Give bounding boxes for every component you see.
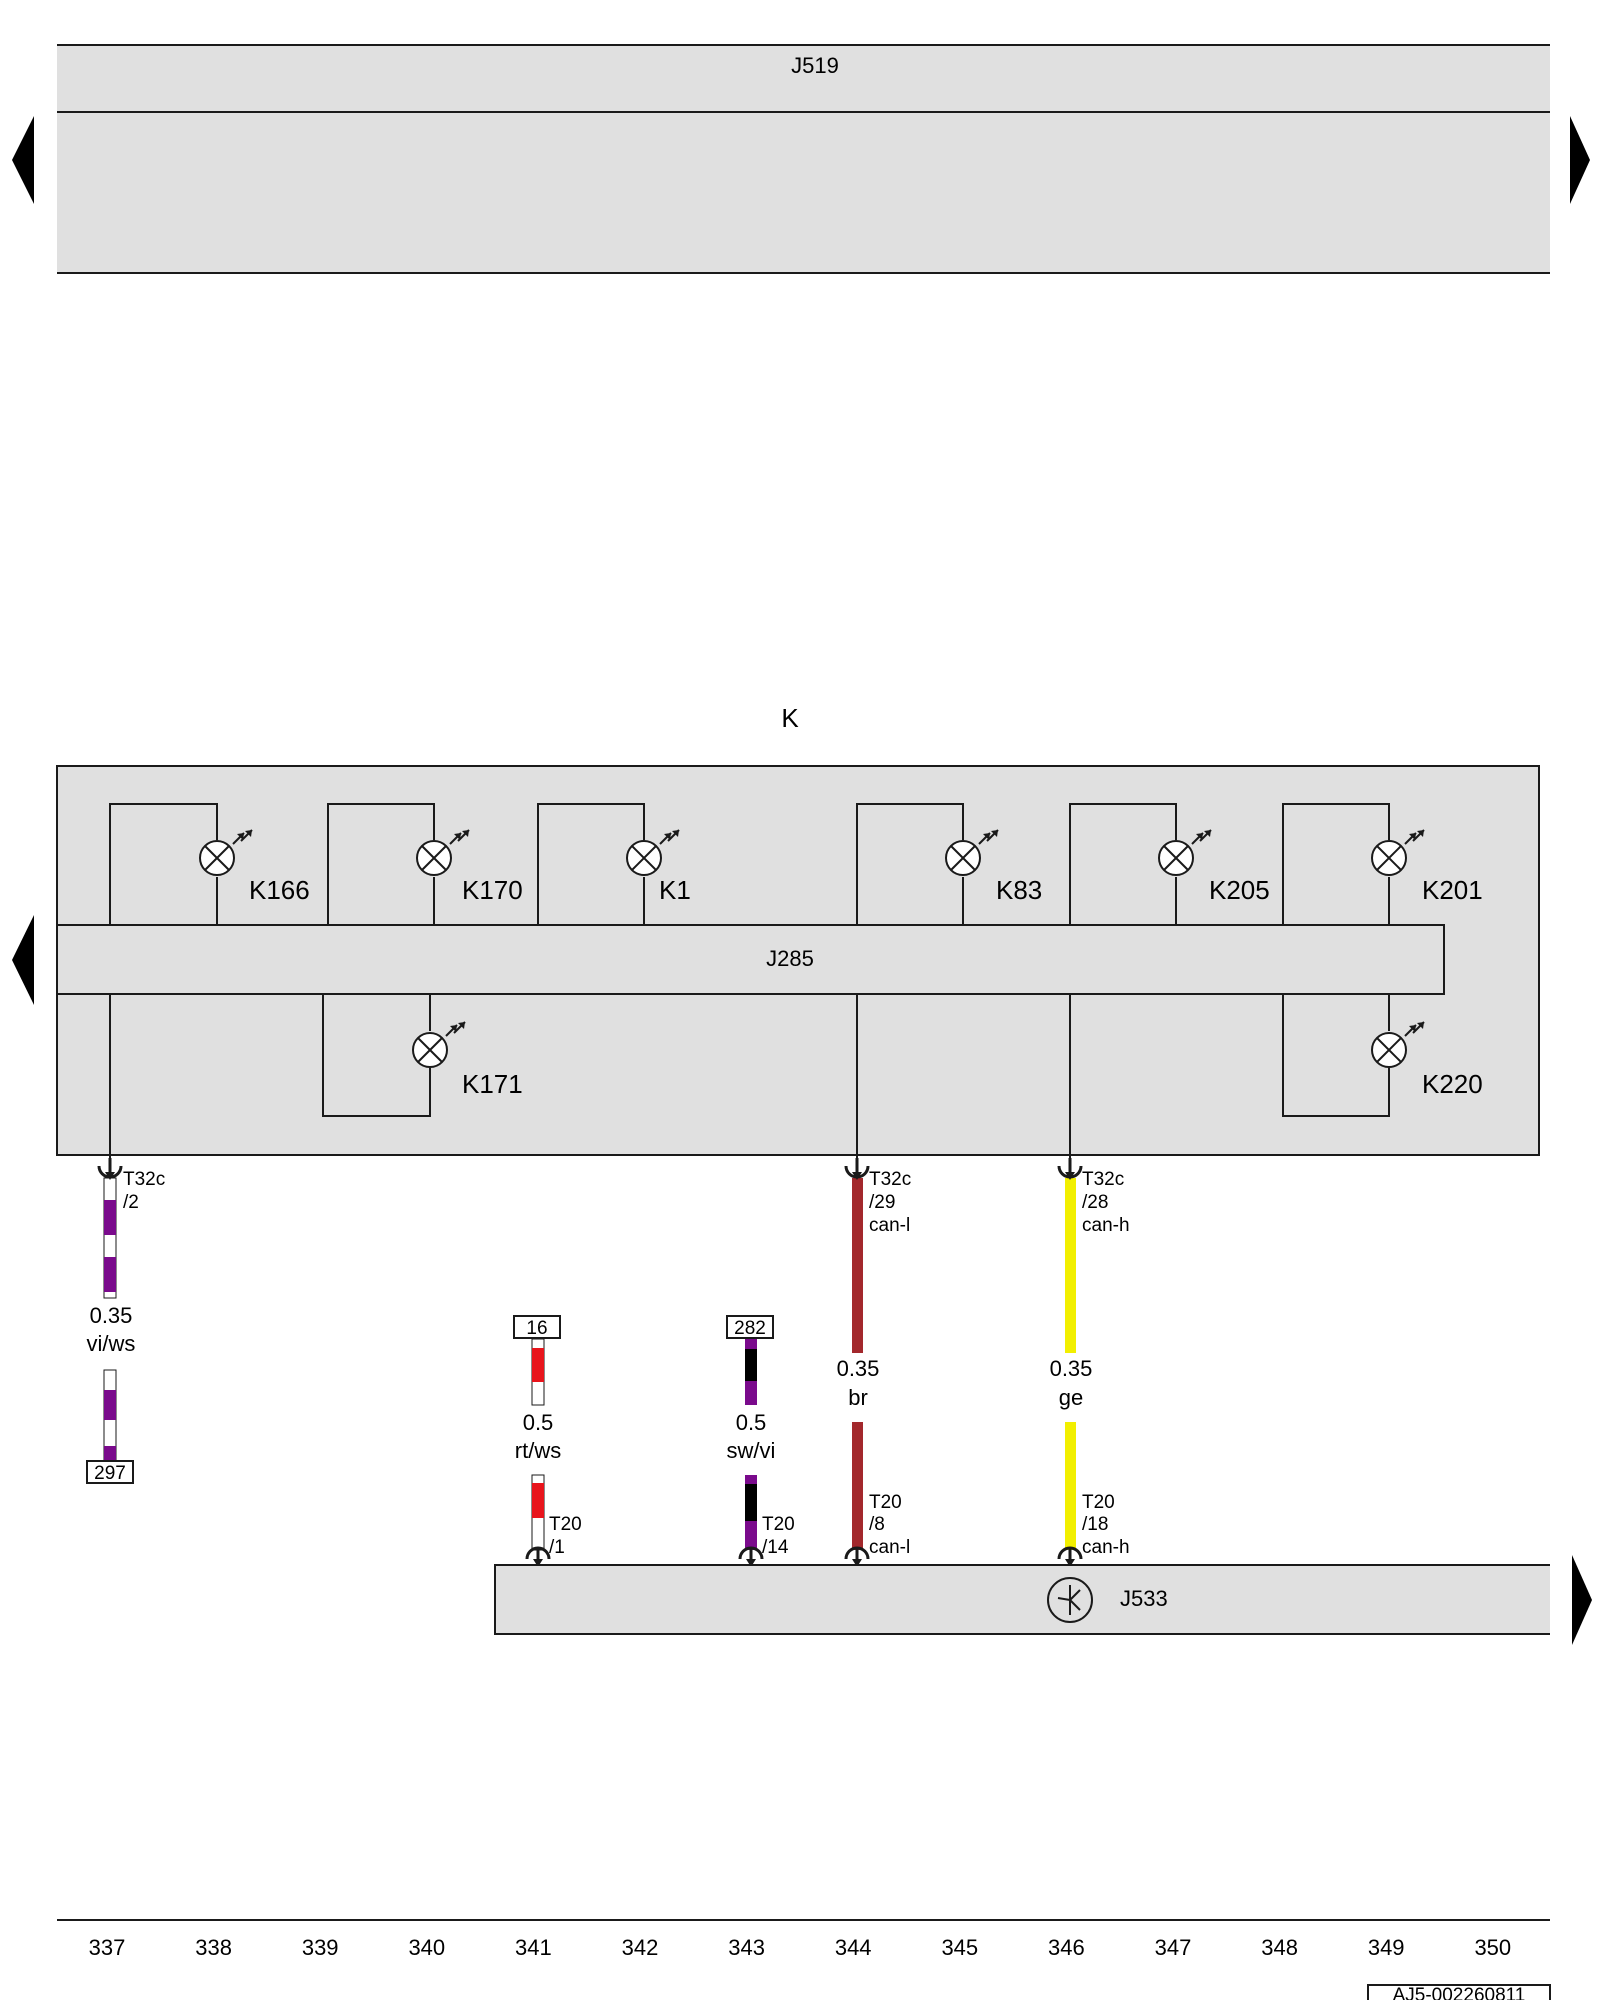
lamp-label-k171: K171 <box>462 1069 523 1099</box>
track-number: 347 <box>1155 1935 1192 1960</box>
ref-box-297[interactable]: 297 <box>86 1460 134 1484</box>
track-number: 338 <box>195 1935 232 1960</box>
nav-left-arrow-icon[interactable] <box>12 116 34 204</box>
track-numbers: 337 338 339 340 341 342 343 344 345 346 347 348 349 3… <box>89 1935 1512 1960</box>
track-number: 343 <box>728 1935 765 1960</box>
wire-344-pin-top: /29 <box>869 1192 895 1213</box>
lamp-k170-icon <box>416 829 470 876</box>
track-number: 346 <box>1048 1935 1085 1960</box>
ref-box-16[interactable]: 16 <box>513 1315 561 1339</box>
track-number: 349 <box>1368 1935 1405 1960</box>
wire-337-size: 0.35 <box>90 1303 133 1328</box>
lamp-circuits-bottom <box>322 994 1390 1117</box>
lamp-k201-icon <box>1371 829 1425 876</box>
wire-344-size: 0.35 <box>837 1356 880 1381</box>
track-number: 350 <box>1474 1935 1511 1960</box>
track-number: 337 <box>89 1935 126 1960</box>
k-label: K <box>781 703 799 733</box>
lamp-label-k205: K205 <box>1209 875 1270 905</box>
wire-346-pin-top: /28 <box>1082 1192 1108 1213</box>
track-number: 341 <box>515 1935 552 1960</box>
wire-341-connector-bottom: T20 <box>549 1514 582 1535</box>
wire-341-rt-ws[interactable] <box>531 1338 545 1551</box>
track-number: 344 <box>835 1935 872 1960</box>
lamp-label-k1: K1 <box>659 875 691 905</box>
lamp-circuits-top <box>109 803 1390 925</box>
lamp-k205-icon <box>1158 829 1212 876</box>
document-id-box: AJ5-002260811 <box>1367 1984 1551 2000</box>
wire-344-connector-top: T32c <box>869 1169 911 1190</box>
connector-pin-icon <box>844 1158 870 1180</box>
ref-282-label: 282 <box>734 1318 766 1339</box>
j285-control-unit <box>56 924 1445 995</box>
wire-344-signal-bottom: can-l <box>869 1537 910 1558</box>
wire-346-ge[interactable] <box>1065 1178 1076 1550</box>
ref-297-label: 297 <box>94 1463 126 1484</box>
lamp-k166-icon <box>199 829 253 876</box>
lamp-k171-icon <box>412 1021 466 1068</box>
j533-label: J533 <box>1120 1586 1168 1611</box>
wire-346-connector-top: T32c <box>1082 1169 1124 1190</box>
lamp-label-k83: K83 <box>996 875 1042 905</box>
wire-346-signal-top: can-h <box>1082 1215 1130 1236</box>
wire-344-pin-bottom: /8 <box>869 1514 885 1535</box>
wire-341-color: rt/ws <box>515 1438 561 1463</box>
track-number: 340 <box>408 1935 445 1960</box>
wire-344-color: br <box>848 1385 868 1410</box>
connector-pin-icon <box>1057 1158 1083 1180</box>
internal-leads <box>109 994 1071 1163</box>
ref-16-label: 16 <box>526 1318 547 1339</box>
track-number: 345 <box>941 1935 978 1960</box>
wire-341-pin-bottom: /1 <box>549 1537 565 1558</box>
document-id: AJ5-002260811 <box>1393 1985 1526 2000</box>
wire-346-size: 0.35 <box>1050 1356 1093 1381</box>
connector-pin-icon <box>1057 1546 1083 1567</box>
wire-337-vi-ws[interactable] <box>103 1177 117 1462</box>
j285-label: J285 <box>766 946 814 971</box>
lamp-k83-icon <box>945 829 999 876</box>
wire-344-connector-bottom: T20 <box>869 1492 902 1513</box>
wire-337-pin: /2 <box>123 1192 139 1213</box>
lamp-label-k220: K220 <box>1422 1069 1483 1099</box>
nav-right-arrow-icon[interactable] <box>1570 116 1590 204</box>
wire-343-color: sw/vi <box>727 1438 776 1463</box>
track-number: 342 <box>622 1935 659 1960</box>
wire-344-br[interactable] <box>852 1178 863 1550</box>
lamp-label-k166: K166 <box>249 875 310 905</box>
wire-346-signal-bottom: can-h <box>1082 1537 1130 1558</box>
gateway-star-icon <box>1047 1577 1093 1623</box>
wire-346-color: ge <box>1059 1385 1083 1410</box>
connector-pin-icon <box>738 1546 764 1567</box>
lamp-label-k170: K170 <box>462 875 523 905</box>
wire-343-size: 0.5 <box>736 1410 767 1435</box>
wire-343-sw-vi[interactable] <box>745 1339 757 1550</box>
nav-right-arrow-icon[interactable] <box>1572 1555 1592 1645</box>
wire-346-connector-bottom: T20 <box>1082 1492 1115 1513</box>
connector-pin-icon <box>844 1546 870 1567</box>
lamp-k1-icon <box>626 829 680 876</box>
track-number: 339 <box>302 1935 339 1960</box>
wire-341-size: 0.5 <box>523 1410 554 1435</box>
j533-gateway <box>494 1564 1550 1635</box>
wire-346-pin-bottom: /18 <box>1082 1514 1108 1535</box>
wire-337-connector: T32c <box>123 1169 165 1190</box>
j519-label: J519 <box>791 53 839 78</box>
lamp-k220-icon <box>1371 1021 1425 1068</box>
wire-337-color: vi/ws <box>87 1331 136 1356</box>
j519-module: J519 <box>57 44 1550 274</box>
wire-343-pin-bottom: /14 <box>762 1537 789 1558</box>
lamp-label-k201: K201 <box>1422 875 1483 905</box>
track-number: 348 <box>1261 1935 1298 1960</box>
nav-left-arrow-icon[interactable] <box>12 915 34 1005</box>
ref-box-282[interactable]: 282 <box>726 1315 774 1339</box>
wire-344-signal-top: can-l <box>869 1215 910 1236</box>
connector-pin-icon <box>525 1546 551 1567</box>
connector-pin-icon <box>97 1158 123 1180</box>
wire-343-connector-bottom: T20 <box>762 1514 795 1535</box>
